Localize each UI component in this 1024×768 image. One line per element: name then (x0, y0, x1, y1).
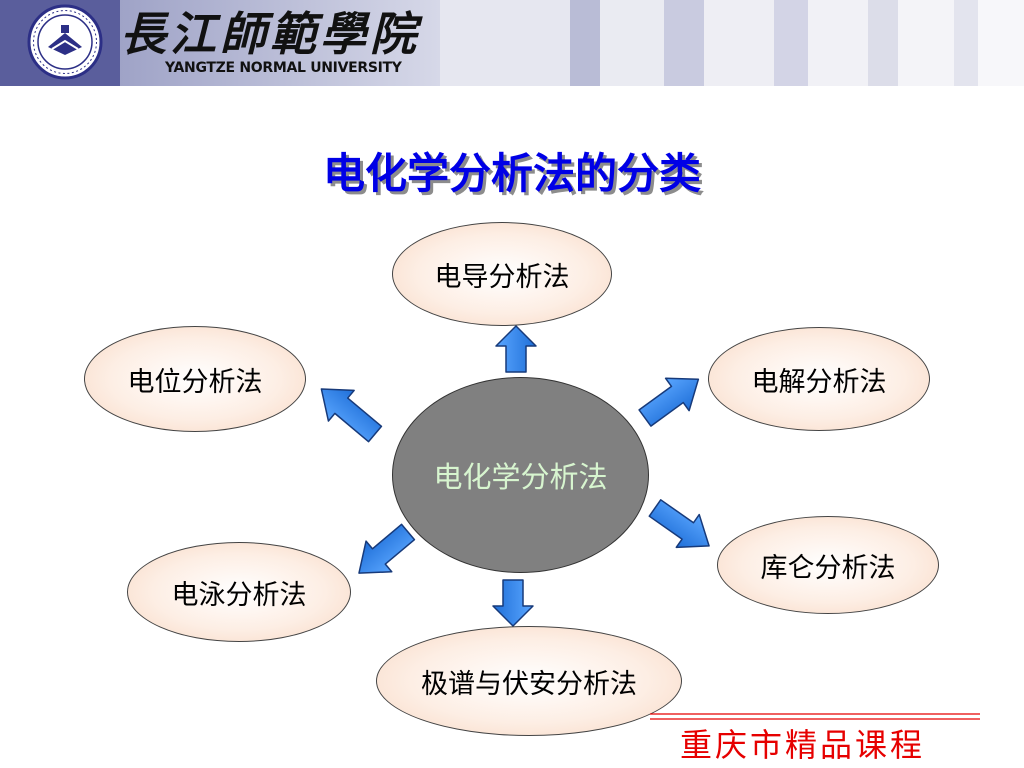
node-label: 极谱与伏安分析法 (421, 668, 637, 700)
header-strip (664, 0, 704, 86)
footer-divider (650, 713, 980, 720)
node-electrophoresis: 电泳分析法 (127, 542, 351, 642)
header-strip (954, 0, 978, 86)
node-coulometry: 库仑分析法 (717, 516, 939, 614)
node-conductometry: 电导分析法 (392, 222, 612, 326)
node-label: 库仑分析法 (760, 552, 896, 584)
arrow-to-potentiometry (320, 388, 383, 443)
arrow-to-coulometry (648, 499, 710, 549)
arrow-to-polarography (492, 579, 534, 627)
university-seal-icon (27, 4, 103, 80)
header-strip (898, 0, 954, 86)
header-strip (868, 0, 898, 86)
header-strip (808, 0, 868, 86)
university-name-cn: 長江師範學院 (120, 7, 420, 61)
arrow-to-conductometry (495, 325, 537, 373)
node-potentiometry: 电位分析法 (84, 326, 306, 432)
header-strip (600, 0, 664, 86)
footer-course-label: 重庆市精品课程 (680, 726, 926, 764)
header-strip (440, 0, 570, 86)
node-electrolysis: 电解分析法 (708, 327, 930, 431)
header-strip (570, 0, 600, 86)
arrow-to-electrolysis (638, 377, 700, 427)
node-label: 电泳分析法 (171, 579, 307, 611)
arrow-to-electrophoresis (358, 523, 416, 574)
node-label: 电位分析法 (127, 366, 263, 398)
node-label: 电解分析法 (751, 366, 887, 398)
center-node: 电化学分析法 (392, 377, 649, 573)
header-strip (120, 0, 440, 86)
header-strip (774, 0, 808, 86)
node-polarography-voltammetry: 极谱与伏安分析法 (376, 626, 682, 736)
slide-title: 电化学分析法的分类 (322, 149, 701, 198)
university-name-en: YANGTZE NORMAL UNIVERSITY (165, 60, 402, 76)
node-label: 电导分析法 (434, 261, 570, 293)
header-strip (704, 0, 774, 86)
header-strip (978, 0, 1024, 86)
header-band: 長江師範學院 YANGTZE NORMAL UNIVERSITY (0, 0, 1024, 86)
center-label: 电化学分析法 (433, 460, 608, 494)
